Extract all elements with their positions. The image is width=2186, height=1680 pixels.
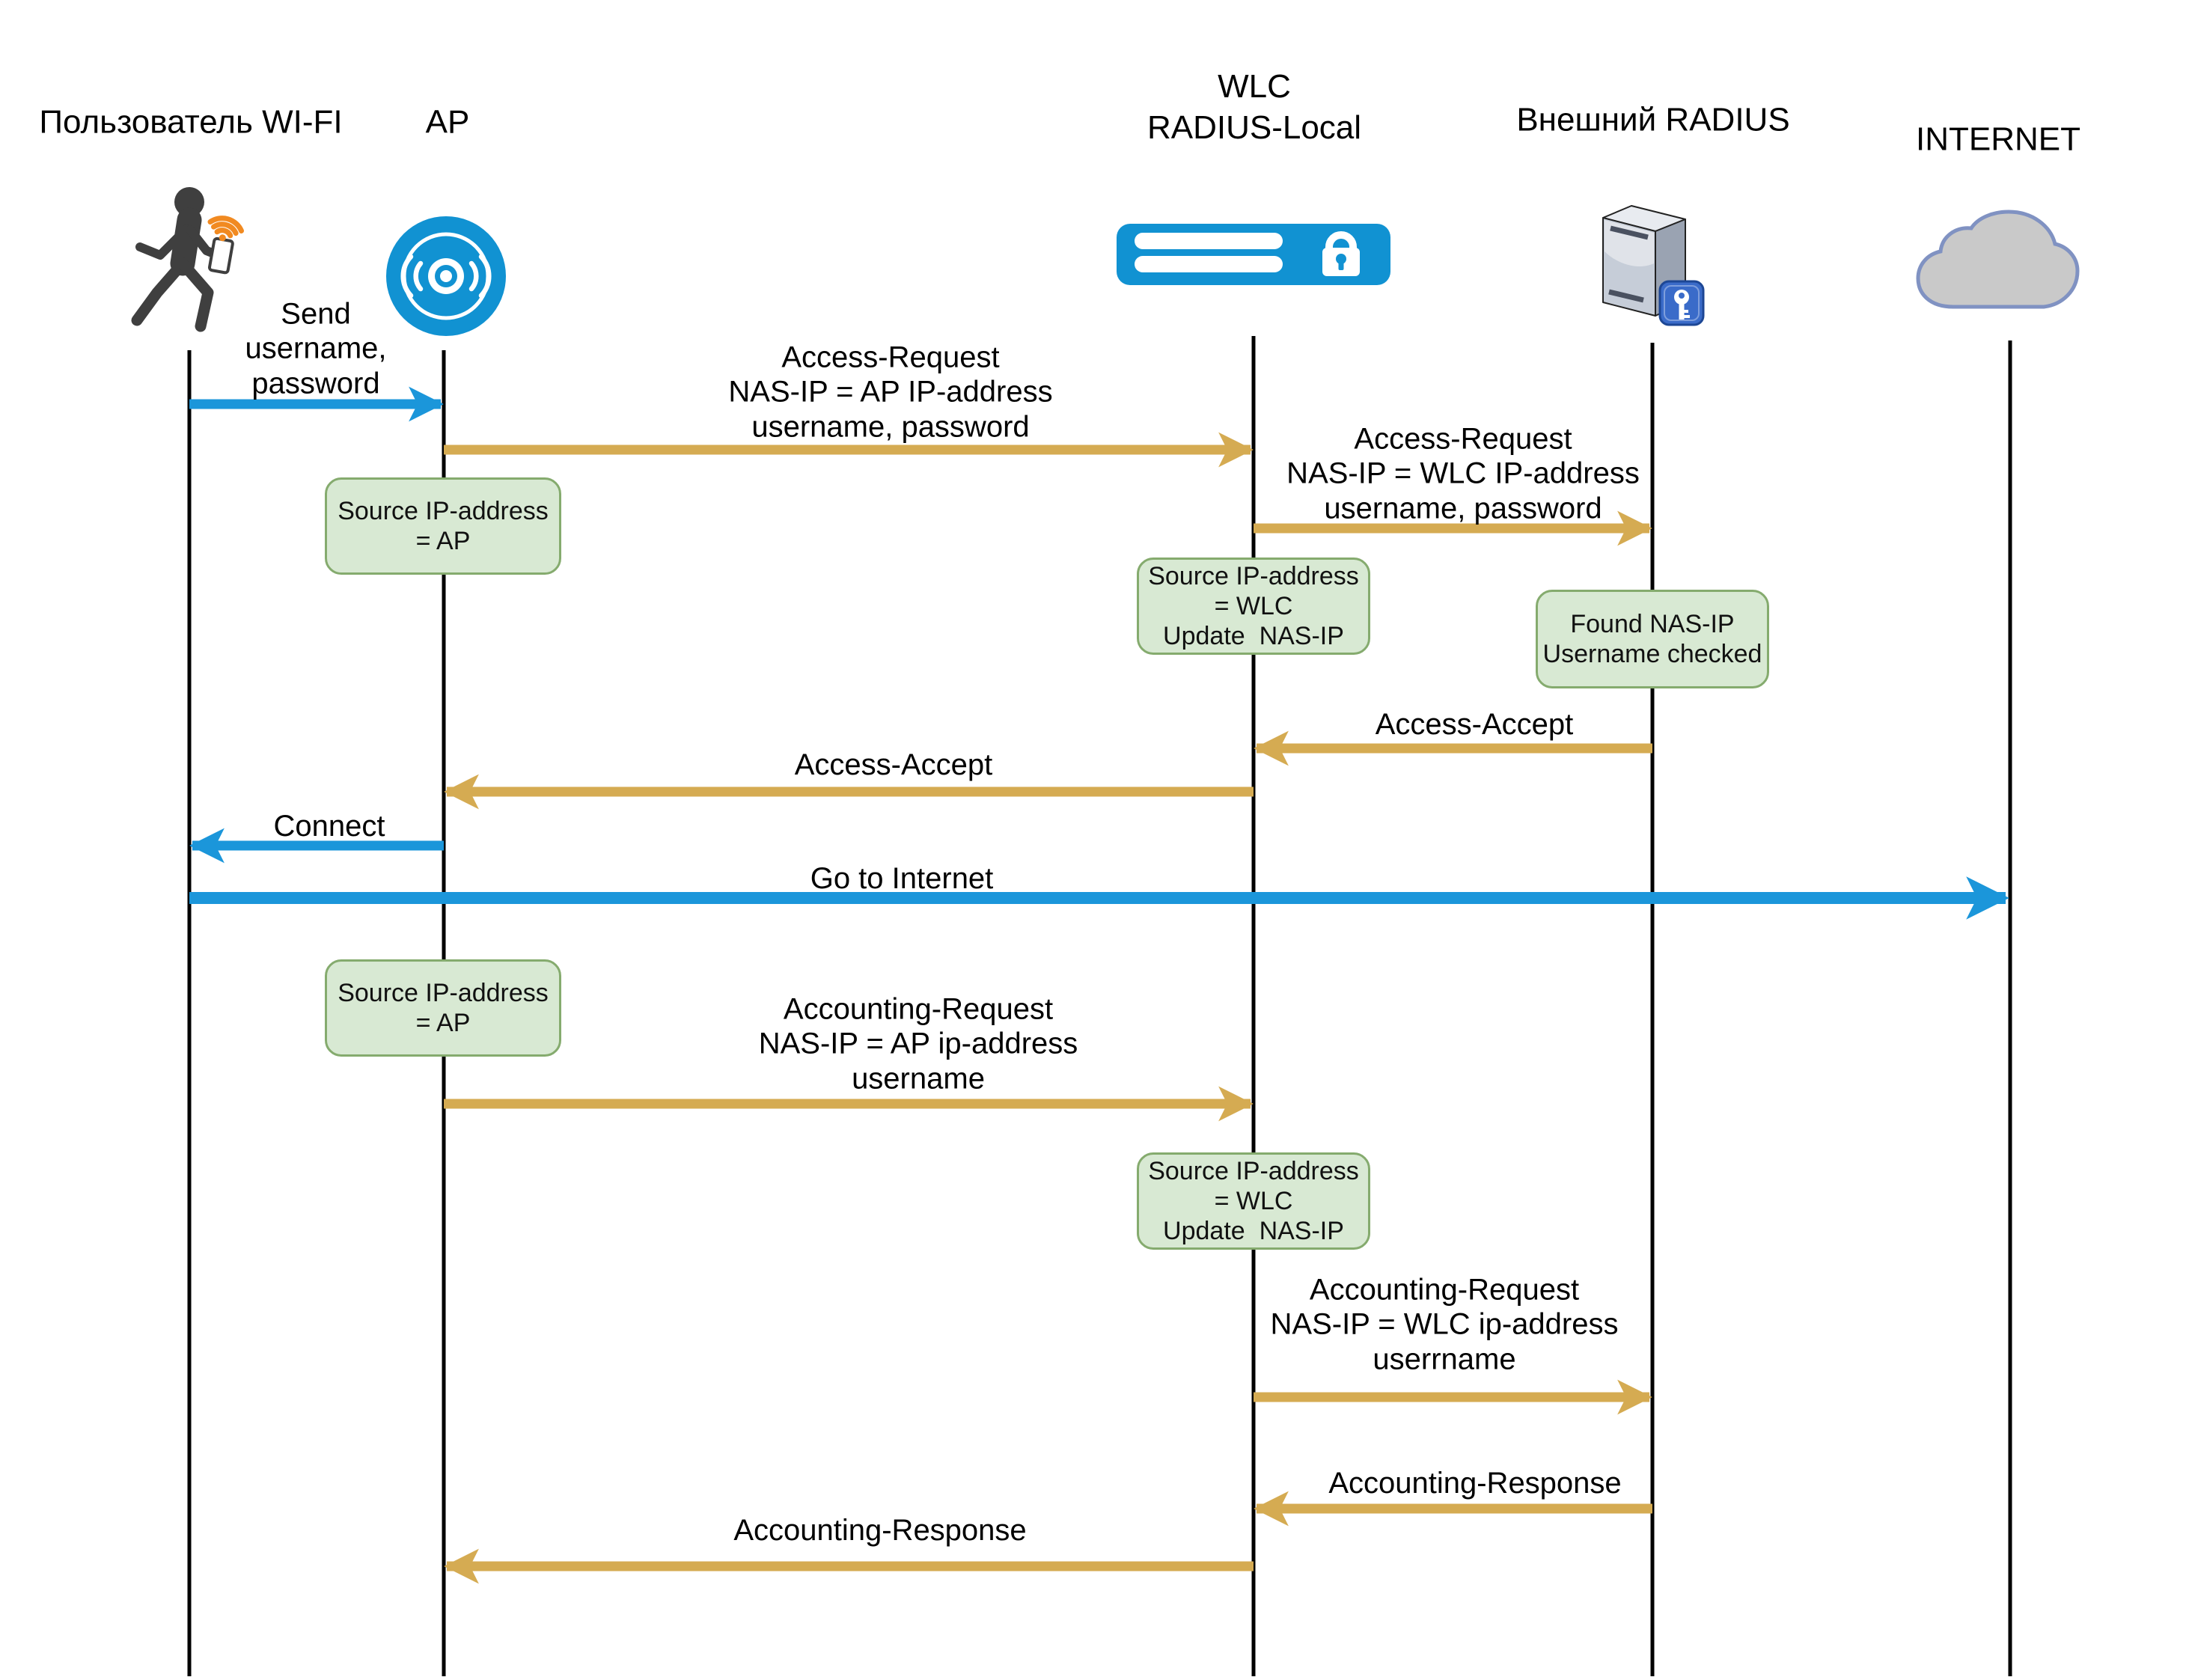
wifi-user-icon bbox=[131, 187, 244, 332]
actor-label-wlc: WLC RADIUS-Local bbox=[1147, 68, 1362, 146]
message-label-go-to-internet: Go to Internet bbox=[810, 861, 994, 895]
wifi-signal-icon bbox=[207, 216, 244, 242]
controller-lock-icon bbox=[1117, 224, 1390, 285]
note-ap-source-2: Source IP-address = AP bbox=[325, 959, 561, 1057]
access-point-icon bbox=[386, 216, 506, 336]
cloud-icon bbox=[1916, 210, 2080, 309]
message-label-accounting-response-ext: Accounting-Response bbox=[1328, 1466, 1622, 1500]
actor-label-ap: AP bbox=[425, 103, 470, 141]
message-label-accounting-response-wlc: Accounting-Response bbox=[733, 1513, 1027, 1547]
message-label-access-request-wlc: Access-Request NAS-IP = WLC IP-address u… bbox=[1286, 422, 1640, 525]
message-label-accounting-request-ap: Accounting-Request NAS-IP = AP ip-addres… bbox=[758, 992, 1078, 1096]
actor-label-ext-radius: Внешний RADIUS bbox=[1516, 101, 1790, 138]
message-label-access-request-ap: Access-Request NAS-IP = AP IP-address us… bbox=[728, 340, 1053, 444]
note-ext-found: Found NAS-IP Username checked bbox=[1536, 590, 1769, 688]
phone-icon bbox=[207, 236, 234, 275]
message-label-access-accept-wlc: Access-Accept bbox=[794, 748, 993, 781]
message-label-connect: Connect bbox=[273, 809, 385, 843]
server-key-icon bbox=[1602, 205, 1705, 326]
message-label-access-accept-ext: Access-Accept bbox=[1375, 707, 1574, 741]
note-wlc-source-1: Source IP-address = WLC Update NAS-IP bbox=[1137, 558, 1370, 655]
note-ap-source-1: Source IP-address = AP bbox=[325, 477, 561, 575]
message-label-send-credentials: Send username, password bbox=[245, 297, 387, 400]
actor-label-internet: INTERNET bbox=[1916, 120, 2080, 158]
actor-label-user: Пользователь WI-FI bbox=[39, 103, 343, 141]
lock-icon bbox=[1322, 231, 1360, 276]
key-badge-icon bbox=[1658, 280, 1705, 326]
message-label-accounting-request-wlc: Accounting-Request NAS-IP = WLC ip-addre… bbox=[1270, 1273, 1619, 1376]
note-wlc-source-2: Source IP-address = WLC Update NAS-IP bbox=[1137, 1152, 1370, 1250]
